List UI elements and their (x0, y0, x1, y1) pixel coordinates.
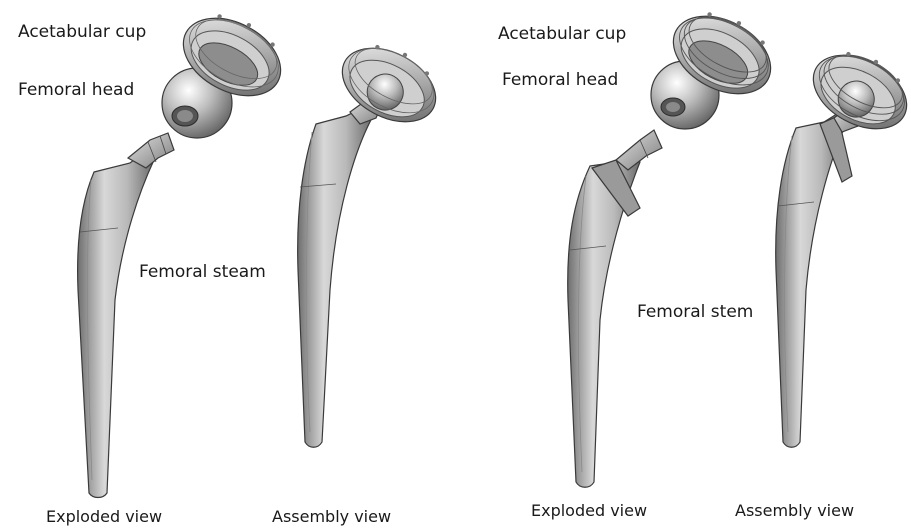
label-femoral-stem-left: Femoral steam (139, 264, 266, 281)
right-assembly-view (776, 37, 911, 448)
femoral-stem-shape (298, 106, 372, 447)
caption-exploded-view-left: Exploded view (46, 509, 162, 525)
caption-assembly-view-left: Assembly view (272, 509, 391, 525)
left-exploded-view (78, 0, 296, 497)
label-acetabular-cup-left: Acetabular cup (18, 24, 146, 41)
label-femoral-head-left: Femoral head (18, 82, 134, 99)
caption-assembly-view-right: Assembly view (735, 503, 854, 519)
label-femoral-head-right: Femoral head (502, 72, 618, 89)
left-assembly-view (298, 30, 450, 448)
label-femoral-stem-right: Femoral stem (637, 304, 753, 321)
label-acetabular-cup-right: Acetabular cup (498, 26, 626, 43)
caption-exploded-view-right: Exploded view (531, 503, 647, 519)
